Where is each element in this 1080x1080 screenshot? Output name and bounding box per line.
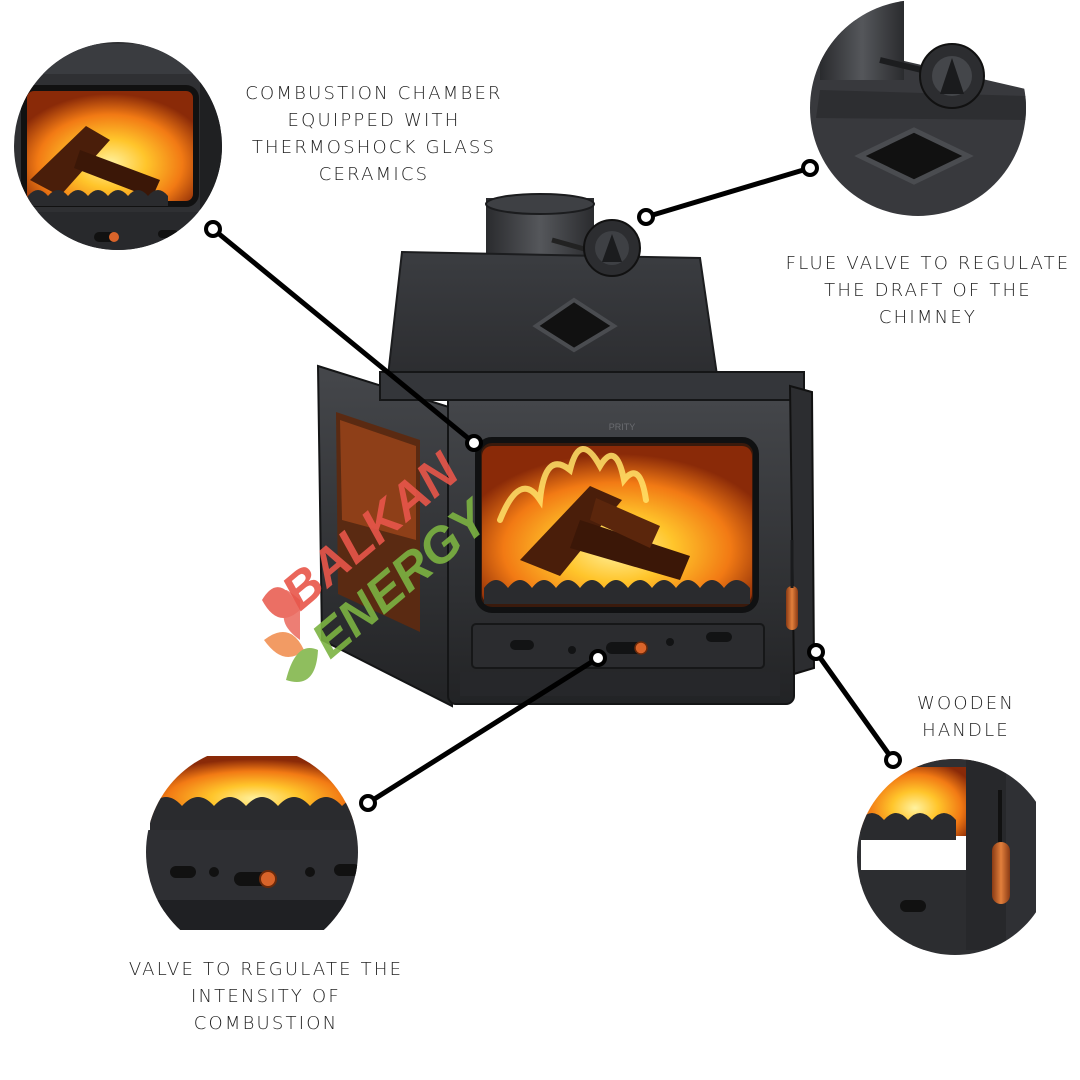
label-line: THERMOSHOCK GLASS	[251, 137, 497, 158]
label-line: WOODEN	[916, 693, 1016, 714]
fireplace-insert: PRITY	[316, 193, 816, 708]
connector-wooden-handle	[807, 643, 902, 769]
label-line: COMBUSTION	[193, 1013, 339, 1034]
connector-flue-valve	[637, 159, 819, 226]
detail-wooden-handle	[857, 759, 1053, 955]
label-line: HANDLE	[922, 720, 1010, 741]
detail-combustion-chamber	[14, 42, 222, 250]
wooden-handle-zoom	[992, 842, 1010, 904]
hood-vent	[532, 297, 618, 353]
label-line: COMBUSTION CHAMBER	[245, 83, 503, 104]
detail-flue-valve	[810, 0, 1026, 216]
label-line: CERAMICS	[318, 164, 430, 185]
connector-combustion-chamber	[204, 220, 483, 452]
label-wooden-handle: WOODEN HANDLE	[900, 690, 1032, 744]
flue-valve-knob	[551, 219, 641, 277]
connector-combustion-valve	[359, 649, 607, 812]
detail-combustion-valve	[146, 746, 358, 958]
label-line: FLUE VALVE TO REGULATE	[785, 253, 1071, 274]
watermark-logo	[262, 587, 318, 682]
label-line: INTENSITY OF	[191, 986, 341, 1007]
label-line: CHIMNEY	[878, 307, 978, 328]
burning-logs	[497, 446, 690, 580]
label-flue-valve: FLUE VALVE TO REGULATE THE DRAFT OF THE …	[776, 250, 1080, 331]
brand-plate: PRITY	[609, 422, 636, 432]
combustion-valve-knob	[634, 641, 648, 655]
label-line: THE DRAFT OF THE	[824, 280, 1032, 301]
flue-pipe-top	[485, 193, 595, 215]
frame-top-rail	[379, 371, 805, 401]
right-door-edge	[788, 384, 816, 676]
label-combustion-valve: VALVE TO REGULATE THE INTENSITY OF COMBU…	[118, 956, 414, 1037]
wooden-handle	[786, 586, 798, 630]
label-line: EQUIPPED WITH	[287, 110, 461, 131]
label-line: VALVE TO REGULATE THE	[128, 959, 404, 980]
combustion-valve-knob-zoom	[259, 870, 277, 888]
label-combustion-chamber: COMBUSTION CHAMBER EQUIPPED WITH THERMOS…	[236, 80, 512, 188]
grate	[484, 580, 750, 604]
